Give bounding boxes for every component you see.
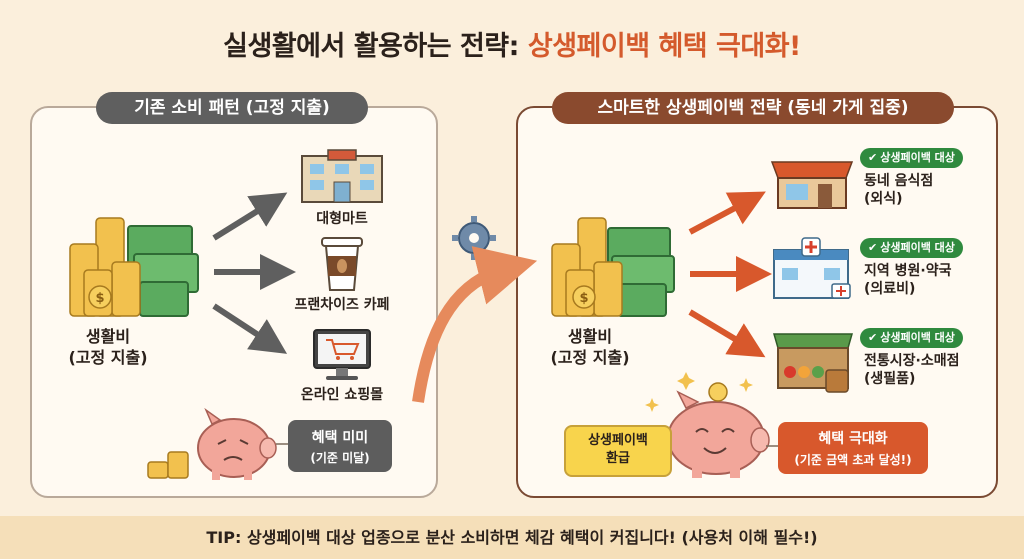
left-panel-header: 기존 소비 패턴 (고정 지출) — [96, 92, 368, 124]
small-coins-icon — [147, 451, 189, 479]
right-money-label: 생활비 (고정 지출) — [540, 326, 640, 368]
eligible-badge-3: ✔상생페이백 대상 — [860, 328, 963, 348]
right-money-label-line1: 생활비 — [567, 327, 613, 346]
refund-line1: 상생페이백 — [588, 433, 648, 448]
money-stack-icon: $ — [69, 217, 199, 317]
target-mart-label: 대형마트 — [316, 211, 368, 227]
hospital-icon — [773, 237, 851, 299]
tip-banner: TIP: 상생페이백 대상 업종으로 분산 소비하면 체감 혜택이 커집니다! … — [0, 516, 1024, 559]
eligible-badge-2: ✔상생페이백 대상 — [860, 238, 963, 258]
benefit-max-line2: (기준 금액 초과 달성!) — [794, 453, 912, 467]
refund-tag: 상생페이백 환급 — [564, 425, 672, 477]
left-money-label-line1: 생활비 — [85, 327, 131, 346]
eligible-badge-1: ✔상생페이백 대상 — [860, 148, 963, 168]
target-restaurant-label: 동네 음식점 (외식) — [864, 173, 934, 207]
check-icon: ✔ — [868, 151, 878, 164]
benefit-small-line1: 혜택 미미 — [311, 430, 369, 446]
mart-building-icon — [301, 149, 383, 203]
page-title: 실생활에서 활용하는 전략: 상생페이백 혜택 극대화! — [0, 24, 1024, 63]
title-accent: 상생페이백 혜택 극대화! — [527, 31, 802, 62]
left-money-label: 생활비 (고정 지출) — [58, 326, 158, 368]
check-icon: ✔ — [868, 331, 878, 344]
piggy-bank-icon — [197, 407, 290, 480]
target-cafe-label: 프랜차이즈 카페 — [294, 297, 390, 313]
money-stack-icon-right: $ — [551, 217, 675, 317]
coffee-cup-icon — [321, 237, 363, 291]
svg-text:$: $ — [579, 291, 588, 306]
gear-icon — [452, 216, 496, 260]
benefit-max-tag: 혜택 극대화 (기준 금액 초과 달성!) — [778, 422, 928, 474]
target-market-label: 전통시장·소매점 (생필품) — [864, 353, 960, 387]
right-money-label-line2: (고정 지출) — [550, 348, 630, 367]
piggy-bank-icon-happy — [645, 372, 778, 478]
benefit-max-line1: 혜택 극대화 — [818, 431, 888, 447]
target-hospital-label: 지역 병원·약국 (의료비) — [864, 263, 952, 297]
shopping-cart-monitor-icon — [313, 329, 371, 380]
target-online-label: 온라인 쇼핑몰 — [300, 387, 384, 403]
restaurant-icon — [770, 161, 854, 209]
check-icon: ✔ — [868, 241, 878, 254]
benefit-small-tag: 혜택 미미 (기준 미달) — [288, 420, 392, 472]
left-money-label-line2: (고정 지출) — [68, 348, 148, 367]
refund-line2: 환급 — [606, 451, 630, 466]
curved-arrow — [412, 246, 538, 403]
svg-text:$: $ — [95, 291, 104, 306]
benefit-small-line2: (기준 미달) — [310, 451, 370, 465]
orange-arrows — [688, 191, 772, 358]
title-main: 실생활에서 활용하는 전략: — [223, 31, 519, 62]
gray-arrows — [212, 192, 296, 354]
right-panel-header: 스마트한 상생페이백 전략 (동네 가게 집중) — [552, 92, 954, 124]
market-stall-icon — [773, 333, 853, 393]
